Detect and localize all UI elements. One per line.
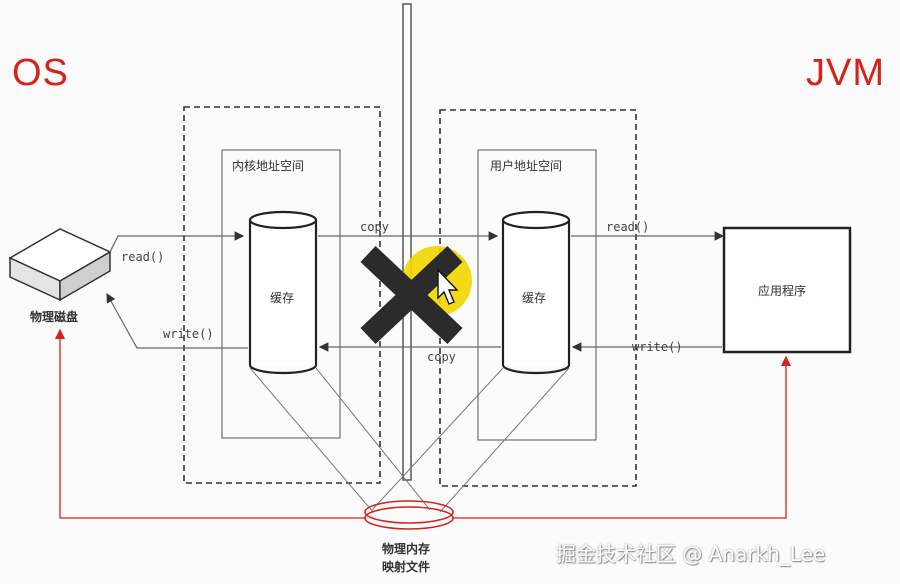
arrow-write-disk (106, 292, 248, 349)
write-disk-label: write() (163, 327, 214, 341)
mapped-memory-label-1: 物理内存 (382, 542, 431, 556)
mapped-memory-ellipse (364, 500, 454, 530)
copy-bottom-label: copy (427, 350, 456, 364)
read-app-label: read() (606, 220, 650, 234)
application-label: 应用程序 (758, 284, 807, 298)
application-box (722, 226, 852, 354)
cursor-icon (437, 268, 459, 305)
user-space-box (477, 149, 597, 441)
write-app-label: write() (632, 340, 683, 354)
watermark: 掘金技术社区 @ Anarkh_Lee (556, 542, 826, 566)
disk-label: 物理磁盘 (30, 310, 79, 324)
os-title: OS (12, 52, 69, 94)
hard-disk-icon (8, 228, 112, 302)
user-cache-cylinder (501, 210, 571, 375)
user-space-label: 用户地址空间 (490, 159, 563, 173)
kernel-cache-label: 缓存 (270, 291, 295, 305)
read-disk-label: read() (121, 250, 165, 264)
copy-top-label: copy (360, 220, 389, 234)
jvm-title: JVM (806, 52, 885, 94)
kernel-dashed-box (183, 106, 381, 484)
mapping-lines (249, 367, 570, 513)
mapped-memory-label-2: 映射文件 (382, 560, 431, 574)
kernel-space-box (221, 149, 341, 439)
user-cache-label: 缓存 (522, 291, 547, 305)
divider-line (402, 3, 412, 481)
kernel-space-label: 内核地址空间 (232, 159, 305, 173)
red-arrow-to-disk (54, 328, 366, 519)
red-arrow-to-app (452, 355, 792, 519)
x-mark-icon (360, 245, 463, 345)
arrow-read-disk (109, 231, 245, 253)
kernel-cache-cylinder (248, 210, 318, 375)
